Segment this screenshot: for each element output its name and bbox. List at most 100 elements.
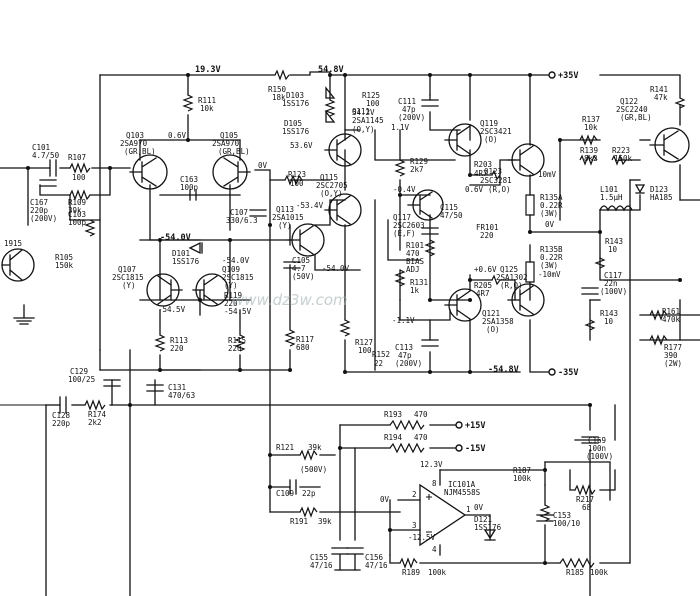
- c113-ref: C113: [395, 343, 413, 352]
- q121-grade: (O): [486, 325, 500, 334]
- q109-grade: (Y): [224, 281, 238, 290]
- r143b-ref: R143: [600, 309, 618, 318]
- r105-ref: R105: [55, 253, 73, 262]
- capacitor-labels: C101 4.7/50 C167 220p (200V) C103 100p C…: [30, 97, 627, 570]
- r131-val: 1k: [410, 286, 420, 295]
- q123-ref: Q123: [484, 167, 502, 176]
- c105-volt: (50V): [292, 272, 315, 281]
- r193-ref: R193: [384, 410, 402, 419]
- fr101-ref: FR101: [476, 223, 499, 232]
- c101-val: 4.7/50: [32, 151, 60, 160]
- r123-val: 100: [290, 179, 304, 188]
- r217-ref: R217: [576, 495, 594, 504]
- q103-ref: Q103: [126, 131, 144, 140]
- r107-ref: R107: [68, 153, 86, 162]
- r119-ref: R119: [224, 291, 242, 300]
- label-10mv: 10mV: [538, 170, 557, 179]
- r217-val: 68: [582, 503, 592, 512]
- q105-ref: Q105: [220, 131, 238, 140]
- q113-ref: Q113: [276, 205, 294, 214]
- c111-ref: C111: [398, 97, 416, 106]
- c131-ref: C131: [168, 383, 186, 392]
- transistor-q125: [507, 283, 545, 317]
- label-neg1v1: -1.1V: [392, 316, 415, 325]
- q101-part: 1915: [4, 239, 22, 248]
- r121-ref: R121: [276, 443, 294, 452]
- transistor-q123: [507, 143, 545, 177]
- r189-ref: R189: [402, 568, 420, 577]
- r223-val: 150k: [614, 154, 633, 163]
- label-neg15v: -15V: [465, 444, 485, 454]
- c107-ref: C107: [230, 208, 248, 217]
- opamp-ic101a: [419, 483, 467, 547]
- d123-ref: D123: [650, 185, 668, 194]
- watermark: www.dz3w.com: [232, 291, 348, 309]
- label-pos35v: +35V: [558, 71, 578, 81]
- transistor-q105: [212, 154, 251, 190]
- r174-ref: R174: [88, 410, 107, 419]
- r203-ref: R203: [474, 160, 492, 169]
- r117-ref: R117: [296, 335, 314, 344]
- r194-ref: R194: [384, 433, 403, 442]
- label-0v-d: 0V: [545, 220, 555, 229]
- label-19v3: 19.3V: [195, 65, 221, 75]
- transistor-q115: [324, 193, 362, 227]
- label-0v6b: 0.6V: [465, 185, 484, 194]
- inductor-l101: [599, 205, 633, 212]
- q121-part: 2SA1358: [482, 317, 514, 326]
- r203-val: 4R7: [474, 169, 488, 178]
- transistor-q121: [444, 288, 482, 322]
- c101-ref: C101: [32, 143, 50, 152]
- r143a-val: 10: [608, 245, 618, 254]
- r177-val: 390: [664, 351, 678, 360]
- label-0v-b: 0V: [380, 495, 390, 504]
- q107-grade: (Y): [122, 281, 136, 290]
- transistor-q113: [287, 223, 325, 257]
- ic-pin2: 2: [412, 490, 417, 499]
- r193-val: 470: [414, 410, 428, 419]
- c131-val: 470/63: [168, 391, 195, 400]
- c155-val: 47/16: [310, 561, 333, 570]
- r161-ref: R161: [662, 307, 680, 316]
- c117-val: 22n: [604, 279, 618, 288]
- c109-val: 22p: [302, 489, 316, 498]
- q117-ref: Q117: [393, 213, 411, 222]
- q119-ref: Q119: [480, 119, 498, 128]
- label-neg54v5b: -54.5V: [224, 307, 252, 316]
- c167-volt: (200V): [30, 214, 57, 223]
- c111-volt: (200V): [398, 113, 425, 122]
- r152-val: 22: [374, 359, 383, 368]
- q125-part: 2SA1302: [496, 273, 528, 282]
- r129-val: 2k7: [410, 165, 424, 174]
- q125-ref: Q125: [500, 265, 518, 274]
- transistor-labels: Q103 2SA970 (GR,BL) Q105 2SA970 (GR,BL) …: [4, 97, 652, 334]
- label-pos15v: +15V: [465, 421, 485, 431]
- c167-ref: C167: [30, 198, 48, 207]
- transistor-q122: [649, 127, 690, 163]
- c156-val: 47/16: [365, 561, 388, 570]
- junction-dots: [26, 73, 682, 565]
- c105-ref: C105: [292, 256, 310, 265]
- ic-pin1: 1: [466, 505, 471, 514]
- q103-part: 2SA970: [120, 139, 148, 148]
- r185-val: 100k: [590, 568, 609, 577]
- r135b-watt: (3W): [540, 261, 558, 270]
- r101-ref: R101: [406, 241, 424, 250]
- c167-val: 220p: [30, 206, 49, 215]
- c129-ref: C129: [70, 367, 88, 376]
- ic-pin8: 8: [432, 479, 437, 488]
- q111-part: 2SA1145: [352, 116, 384, 125]
- q119-part: 2SC3421: [480, 127, 512, 136]
- c115-ref: C115: [440, 203, 458, 212]
- q107-ref: Q107: [118, 265, 136, 274]
- q122-grade: (GR,BL): [620, 113, 652, 122]
- d105-ref: D105: [284, 119, 302, 128]
- r137-ref: R137: [582, 115, 600, 124]
- q115-grade: (O,Y): [320, 189, 343, 198]
- q111-grade: (O,Y): [352, 125, 375, 134]
- rail-labels: 19.3V 54.8V 54.2V 53.6V +35V -35V -54.8V…: [158, 65, 578, 542]
- transistor-q119: [444, 123, 482, 157]
- d103-ref: D103: [286, 91, 304, 100]
- c109-ref: C109: [276, 489, 294, 498]
